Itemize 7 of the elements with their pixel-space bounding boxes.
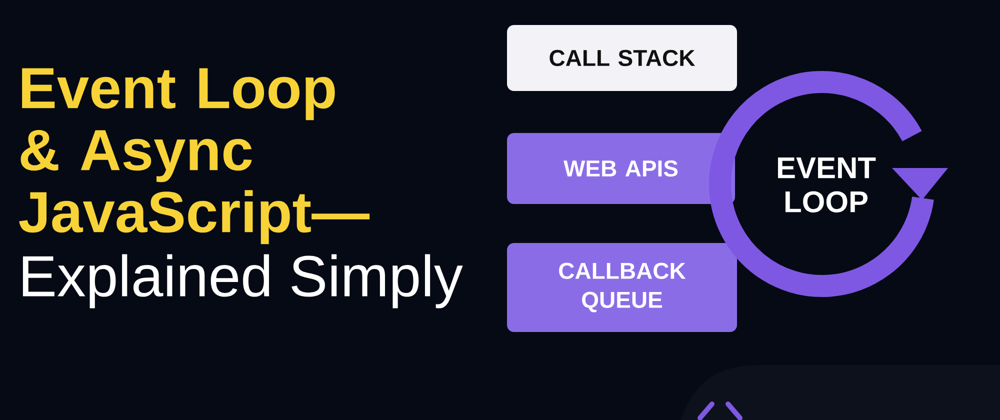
process-box: WEB APIS [507,133,735,204]
subtitle: Explained Simply [22,254,463,308]
process-box: CALL STACK [507,25,738,91]
process-box: CALLBACK QUEUE [507,243,738,332]
loop-cycle: EVENT LOOP [709,71,948,297]
node-label: EVENT LOOP [778,158,876,212]
title: Event Loop & Async JavaScript— [19,68,370,244]
